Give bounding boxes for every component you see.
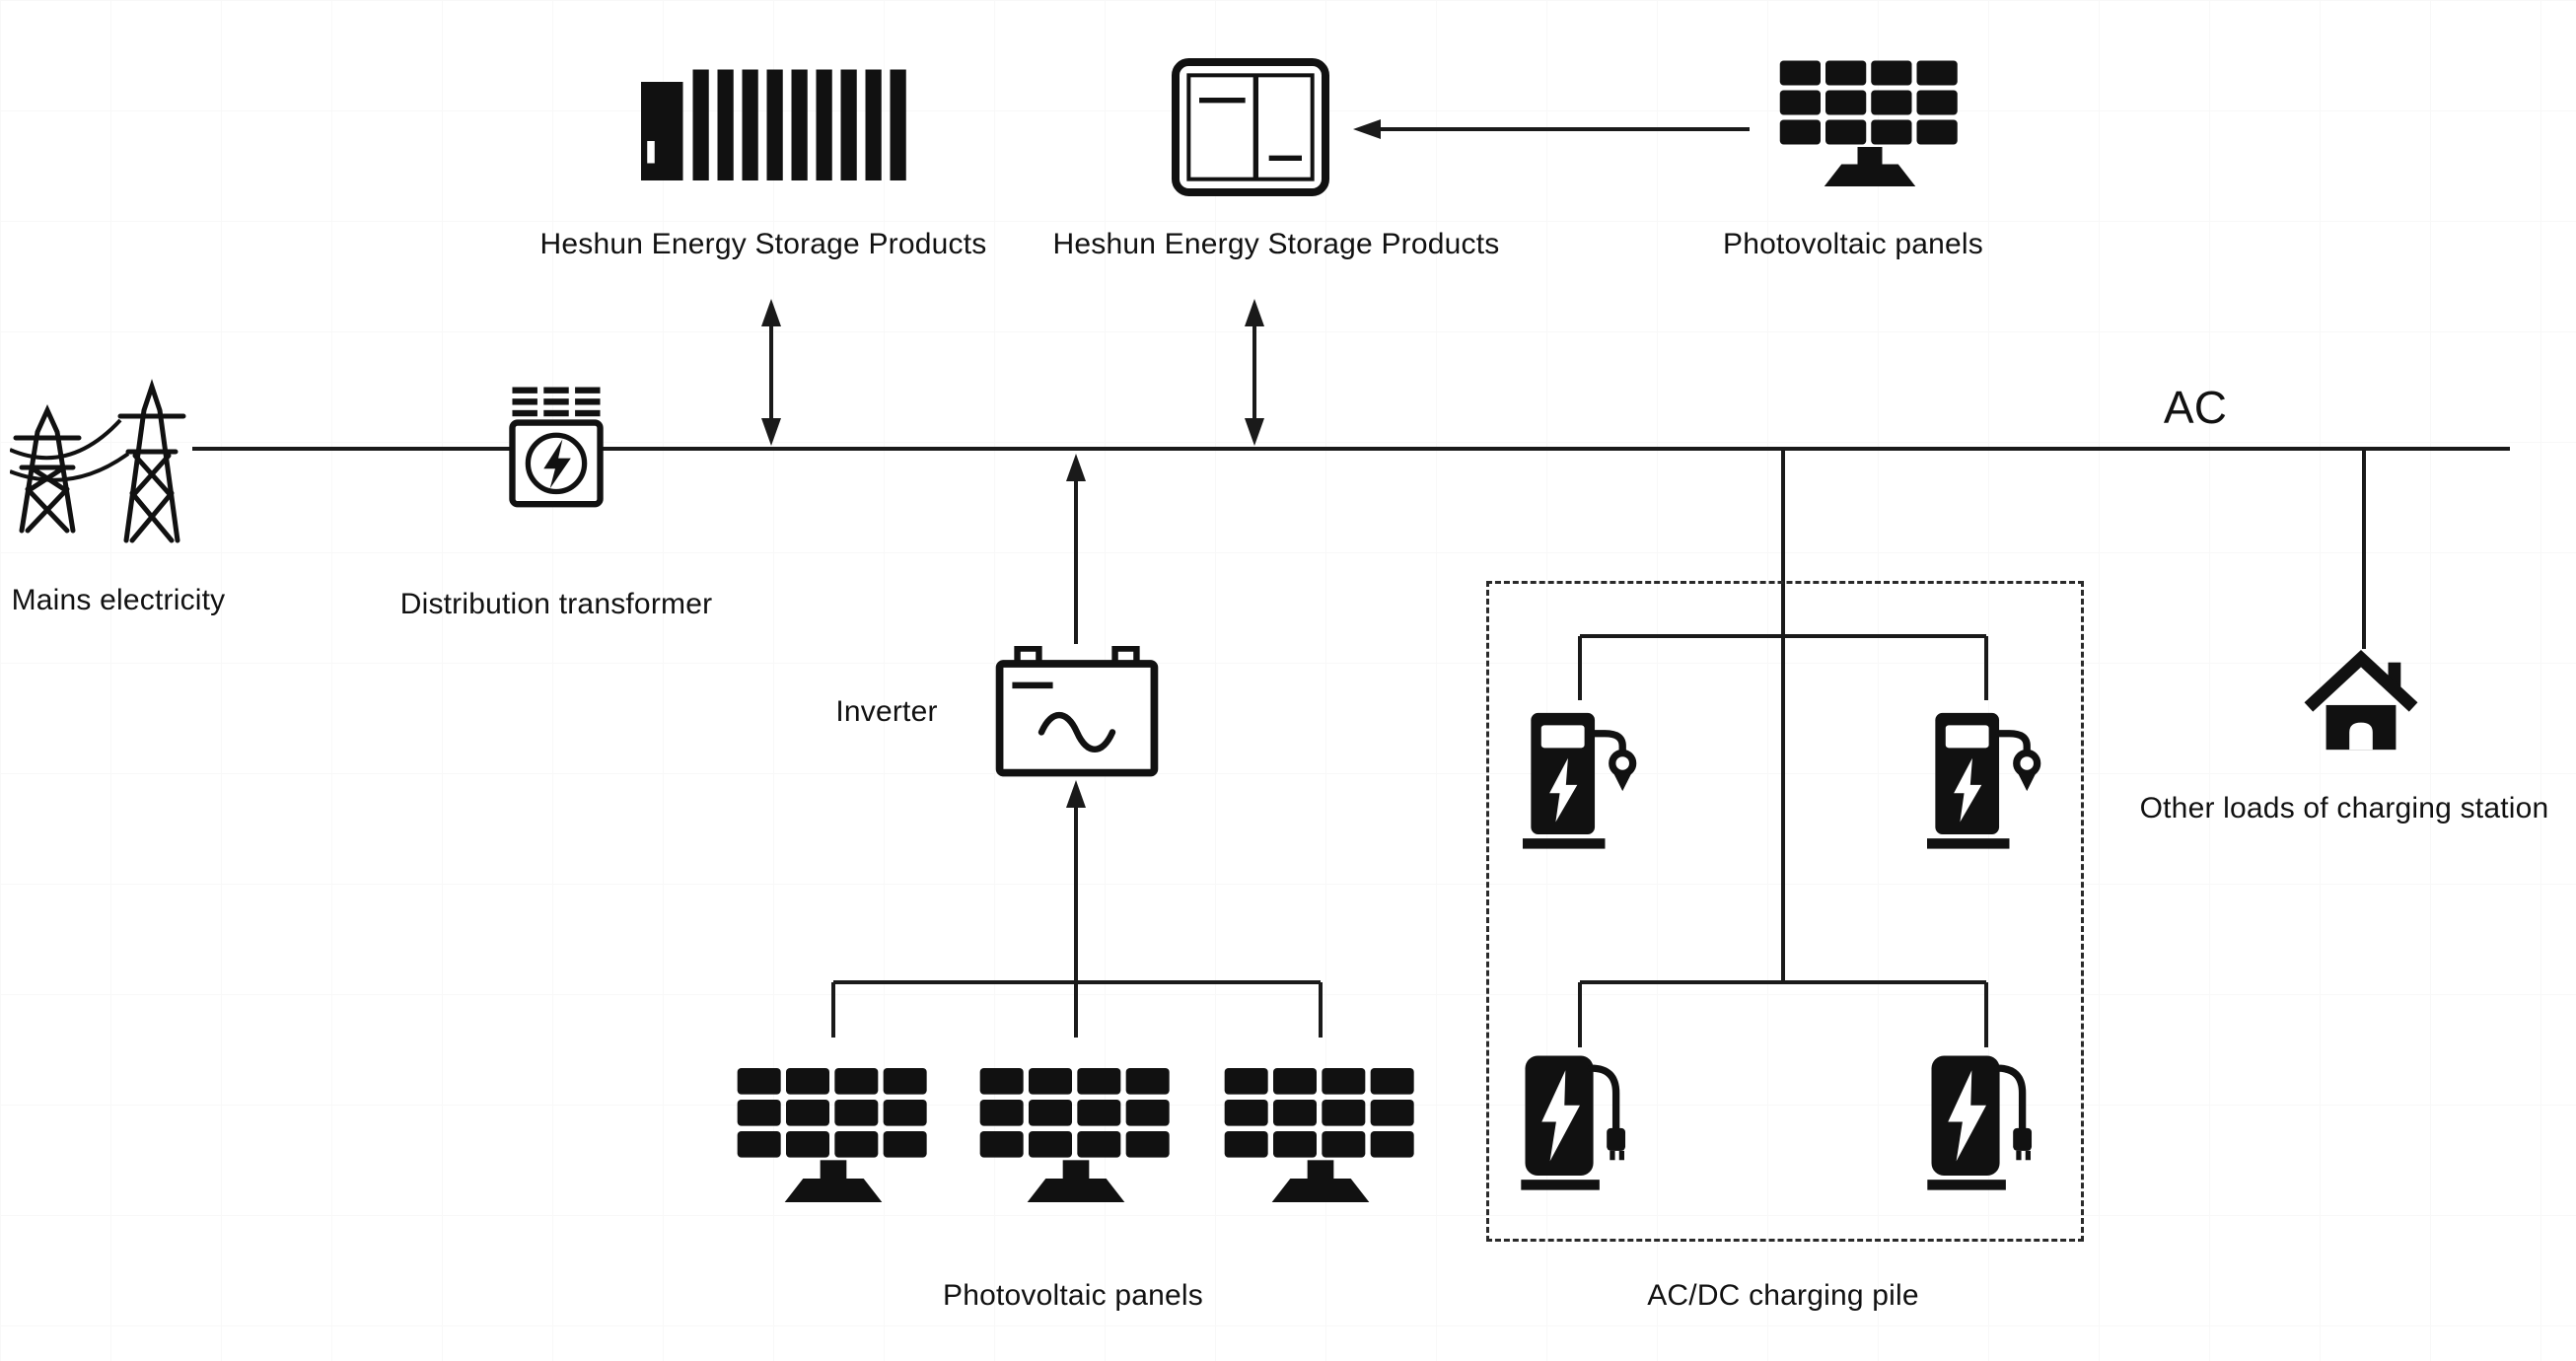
arrowhead-up-pv-to-inverter-icon — [1066, 780, 1086, 808]
pv-top-label: Photovoltaic panels — [1723, 228, 1983, 260]
photovoltaic-panel-icon — [1222, 1060, 1419, 1218]
charging-pile-group-box — [1486, 581, 2084, 1242]
dc-charging-pile-icon — [1925, 1043, 2048, 1198]
arrowhead-up-storage-left-icon — [761, 299, 781, 326]
ac-charging-pile-icon — [1523, 698, 1641, 853]
distribution-transformer-icon — [504, 385, 608, 511]
pv-bottom-label: Photovoltaic panels — [943, 1279, 1203, 1312]
house-icon — [2303, 646, 2419, 756]
ac-charging-pile-icon — [1927, 698, 2045, 853]
arrowheads — [761, 119, 1381, 808]
other-loads-label: Other loads of charging station — [2139, 792, 2549, 824]
inverter-label: Inverter — [835, 695, 938, 728]
photovoltaic-panel-icon — [1766, 58, 1973, 196]
arrowhead-down-storage-mid-icon — [1245, 418, 1264, 446]
photovoltaic-panel-icon — [977, 1060, 1175, 1218]
energy-storage-container-icon — [641, 62, 912, 185]
energy-storage-cabinet-icon — [1172, 58, 1329, 196]
charging-branch-lines — [1578, 449, 1988, 1047]
storage-left-label: Heshun Energy Storage Products — [539, 228, 987, 260]
photovoltaic-panel-icon — [735, 1060, 932, 1218]
pv-bottom-bracket-lines — [831, 806, 1323, 1038]
arrowhead-down-storage-left-icon — [761, 418, 781, 446]
charging-pile-label: AC/DC charging pile — [1647, 1279, 1919, 1312]
transmission-towers-icon — [10, 373, 207, 545]
mains-electricity-label: Mains electricity — [11, 584, 226, 616]
storage-mid-label: Heshun Energy Storage Products — [1052, 228, 1500, 260]
distribution-transformer-label: Distribution transformer — [399, 588, 713, 620]
arrowhead-left-pv-to-cabinet-icon — [1353, 119, 1381, 139]
ac-bus-label: AC — [2163, 382, 2228, 433]
arrowhead-up-inverter-to-bus-icon — [1066, 454, 1086, 481]
inverter-icon — [994, 646, 1160, 779]
arrowhead-up-storage-mid-icon — [1245, 299, 1264, 326]
dc-charging-pile-icon — [1519, 1043, 1642, 1198]
